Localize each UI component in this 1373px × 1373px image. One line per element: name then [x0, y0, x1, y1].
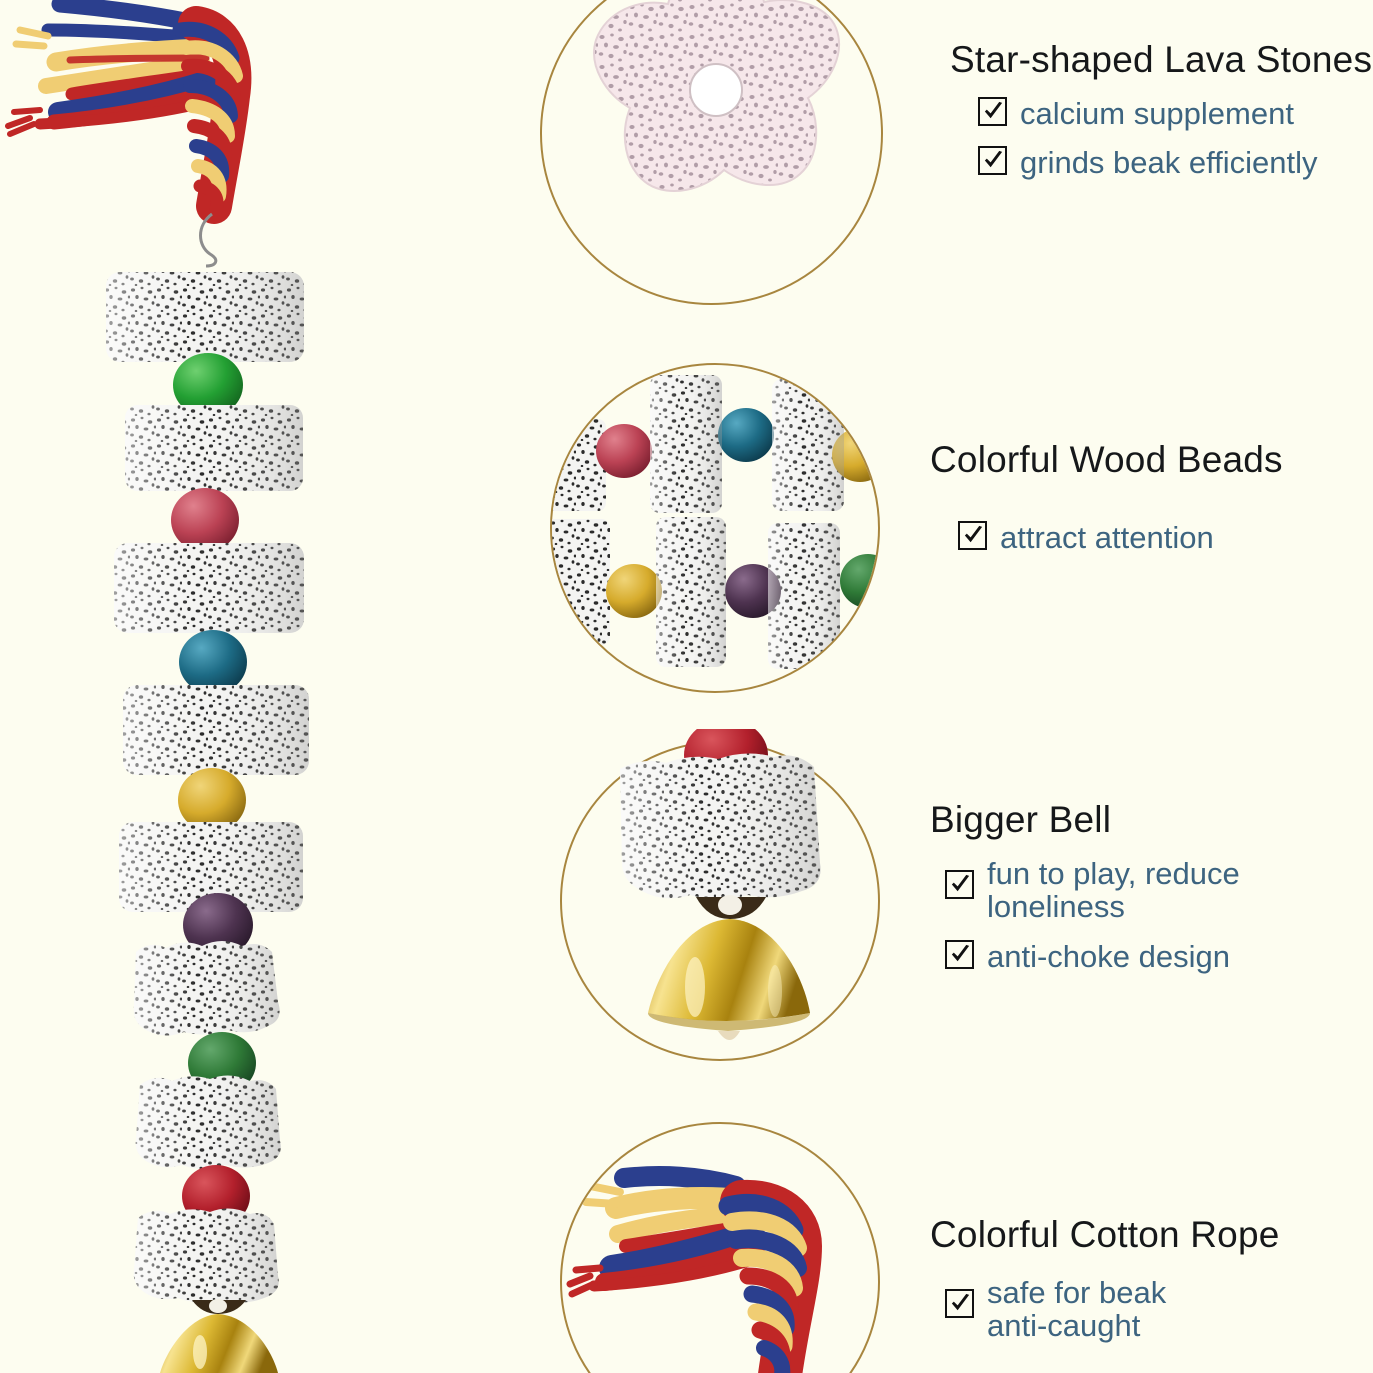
- bullet-label: attract attention: [1000, 519, 1214, 555]
- bell: [648, 919, 810, 1021]
- wood-bead: [606, 564, 662, 618]
- lava-stones-with-wood-beads-image: [552, 375, 878, 669]
- lava-stone: [119, 822, 303, 912]
- feature-title-beads: Colorful Wood Beads: [930, 439, 1283, 480]
- bullet-label: calcium supplement: [1020, 95, 1294, 131]
- lava-stone: [114, 543, 304, 633]
- checkmark-icon: [945, 939, 974, 969]
- wood-bead: [183, 893, 253, 957]
- product-strand-image: [5, 0, 309, 1373]
- bullet-item: safe for beak anti-caught: [945, 1274, 1280, 1344]
- feature-text-star: Star-shaped Lava Stones calcium suppleme…: [950, 39, 1373, 181]
- checkmark-icon: [978, 146, 1007, 176]
- feature-bullets-star: calcium supplement grinds beak efficient…: [978, 95, 1372, 181]
- checkmark-icon: [945, 869, 974, 899]
- wood-bead: [840, 554, 878, 608]
- feature-bullets-bell: fun to play, reduce loneliness anti-chok…: [945, 855, 1240, 974]
- wood-bead: [173, 353, 243, 417]
- bullet-item: fun to play, reduce loneliness: [945, 855, 1240, 925]
- feature-text-rope: Colorful Cotton Rope safe for beak anti-…: [930, 1214, 1280, 1344]
- feature-section-star-lava-stones: Star-shaped Lava Stones calcium suppleme…: [520, 0, 1373, 330]
- bullet-label: safe for beak anti-caught: [987, 1274, 1167, 1344]
- lava-stone: [133, 1208, 279, 1303]
- bullet-item: anti-choke design: [945, 938, 1240, 974]
- bullet-label: fun to play, reduce loneliness: [987, 855, 1240, 925]
- rope-top: [5, 0, 252, 268]
- feature-text-bell: Bigger Bell fun to play, reduce loneline…: [930, 799, 1240, 974]
- feature-section-bigger-bell: Bigger Bell fun to play, reduce loneline…: [520, 729, 1373, 1075]
- wood-bead: [179, 630, 247, 694]
- wood-bead: [596, 424, 652, 478]
- wood-bead: [725, 564, 781, 618]
- lava-stone: [133, 941, 280, 1036]
- feature-title-star: Star-shaped Lava Stones: [950, 39, 1373, 80]
- feature-circle-beads: [550, 363, 880, 693]
- lava-stone: [106, 272, 304, 362]
- feature-bullets-rope: safe for beak anti-caught: [945, 1274, 1280, 1344]
- checkmark-icon: [978, 96, 1007, 126]
- lava-stone: [123, 685, 309, 775]
- lava-stone: [125, 405, 303, 491]
- feature-text-beads: Colorful Wood Beads attract attention: [930, 439, 1283, 555]
- feature-bullets-beads: attract attention: [958, 519, 1283, 555]
- bullet-label: grinds beak efficiently: [1020, 145, 1318, 181]
- feature-title-rope: Colorful Cotton Rope: [930, 1214, 1280, 1255]
- wood-bead: [178, 768, 246, 832]
- feature-section-colorful-wood-beads: Colorful Wood Beads attract attention: [520, 355, 1373, 705]
- star-shaped-lava-stone-image: [593, 0, 841, 192]
- checkmark-icon: [958, 520, 987, 550]
- brass-bell: [160, 1299, 278, 1373]
- knotted-cotton-rope-image: [566, 1166, 823, 1373]
- lava-stone: [135, 1075, 281, 1169]
- checkmark-icon: [945, 1288, 974, 1318]
- bullet-item: calcium supplement: [978, 95, 1372, 131]
- brass-bell-with-lava-stone-image: [620, 729, 821, 1040]
- feature-section-colorful-cotton-rope: Colorful Cotton Rope safe for beak anti-…: [520, 1120, 1373, 1373]
- bullet-item: attract attention: [958, 519, 1283, 555]
- wood-bead: [171, 488, 239, 552]
- wood-bead: [718, 408, 774, 462]
- feature-title-bell: Bigger Bell: [930, 799, 1112, 840]
- bullet-item: grinds beak efficiently: [978, 145, 1372, 181]
- bullet-label: anti-choke design: [987, 938, 1230, 974]
